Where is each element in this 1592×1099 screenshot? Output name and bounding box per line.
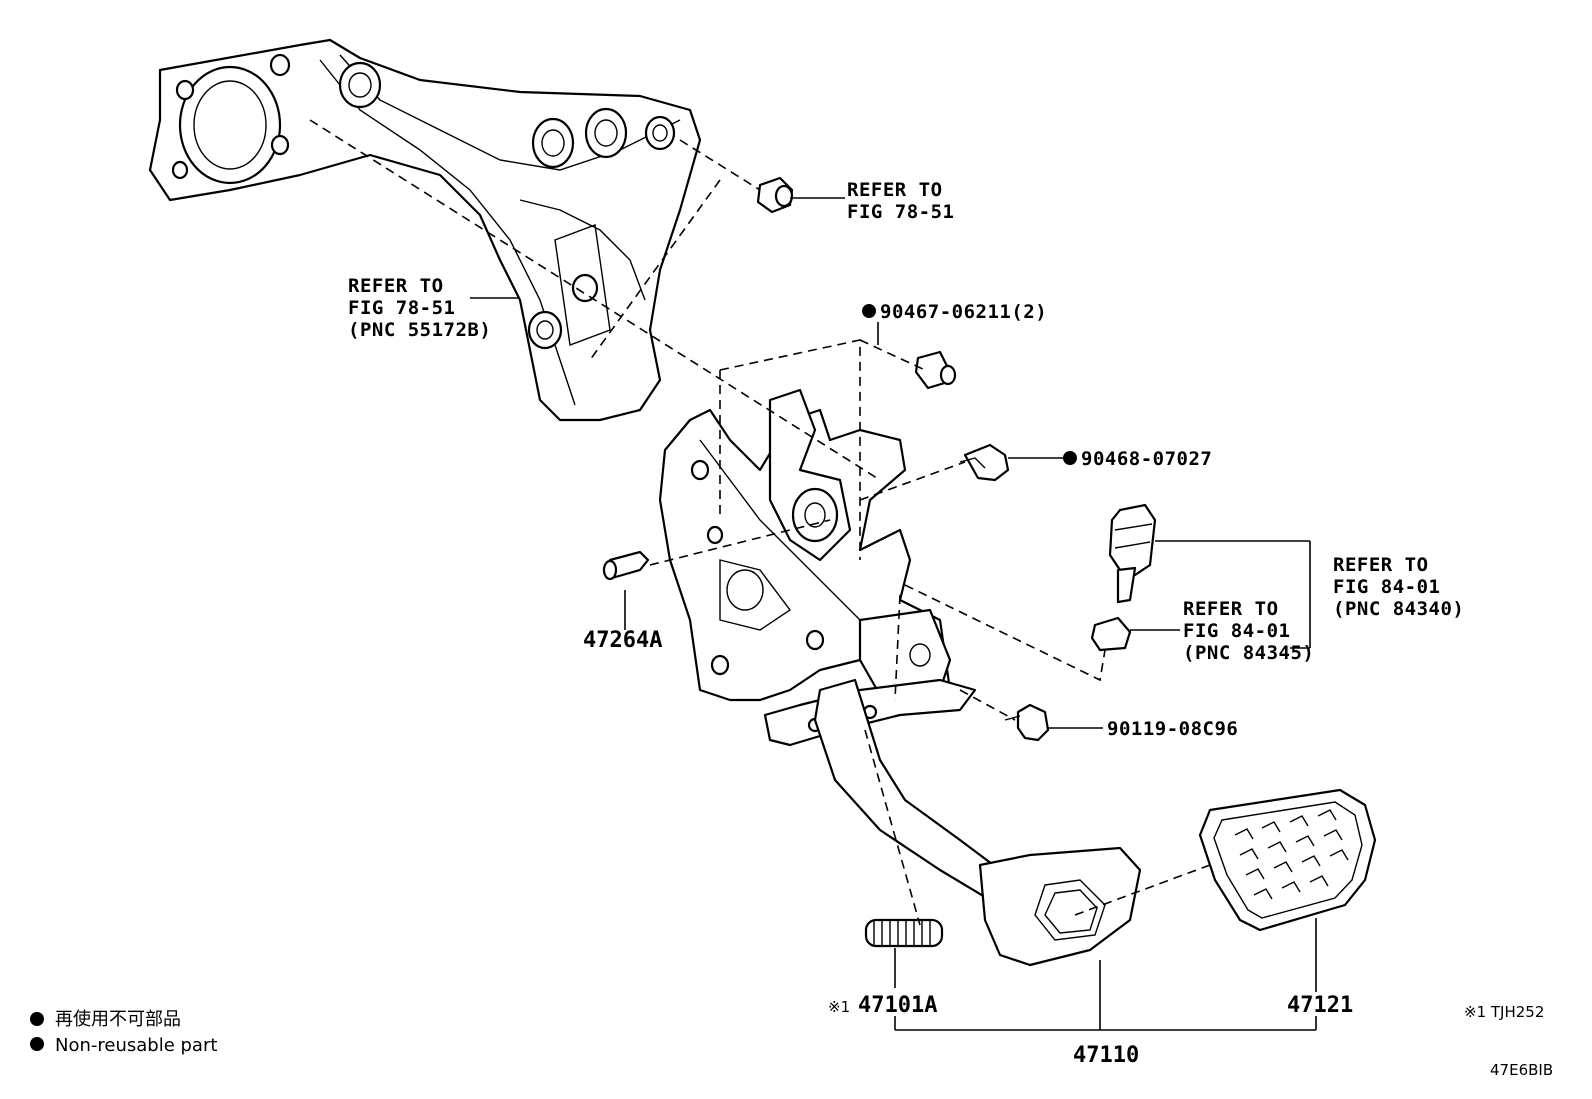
non-reusable-bullet-90467 (862, 304, 876, 318)
assembly-dashed-lines (309, 119, 1211, 926)
legend-bullet-jp (30, 1012, 44, 1026)
part-number-90468: 90468-07027 (1081, 448, 1212, 470)
clip-upper-illustration (756, 176, 794, 214)
brake-pedal-arm-illustration (813, 678, 1142, 967)
bolt-90119-illustration (1004, 703, 1050, 742)
switch-clip-illustration (1090, 616, 1132, 652)
pin-47264A-illustration (602, 550, 650, 581)
refer-right-upper-line-2: FIG 84-01 (1333, 576, 1440, 598)
legend: 再使用不可部品 Non-reusable part (30, 1009, 217, 1056)
part-number-90119: 90119-08C96 (1107, 718, 1238, 740)
refer-right-lower-line-1: REFER TO (1183, 598, 1279, 620)
refer-left-line-3: (PNC 55172B) (348, 319, 491, 341)
refer-right-upper-line-3: (PNC 84340) (1333, 598, 1464, 620)
clip-90468-illustration (959, 443, 1010, 482)
refer-top-line-2: FIG 78-51 (847, 201, 954, 223)
leader-lines (470, 197, 1317, 1031)
diagram-code: 47E6BIB (1490, 1061, 1553, 1079)
refer-right-lower-line-2: FIG 84-01 (1183, 620, 1290, 642)
legend-text-en: Non-reusable part (55, 1035, 217, 1056)
refer-top-line-1: REFER TO (847, 179, 943, 201)
part-number-47110: 47110 (1073, 1043, 1139, 1068)
pedal-pad-illustration (1198, 788, 1377, 932)
dash-bracket-illustration (148, 38, 702, 422)
part-number-47121: 47121 (1287, 993, 1353, 1018)
bushing-90467-illustration (914, 350, 957, 390)
part-number-47101A: 47101A (858, 993, 937, 1018)
refer-right-upper-line-1: REFER TO (1333, 554, 1429, 576)
refer-right-lower-line-3: (PNC 84345) (1183, 642, 1314, 664)
legend-bullet-en (30, 1037, 44, 1051)
footnote: ※1 TJH252 (1464, 1003, 1544, 1021)
footnote-mark-47101A: ※1 (828, 998, 850, 1016)
non-reusable-bullet-90468 (1063, 451, 1077, 465)
refer-left-line-1: REFER TO (348, 275, 444, 297)
pedal-bracket-illustration (658, 388, 977, 747)
part-number-90467: 90467-06211(2) (880, 301, 1047, 323)
legend-text-jp: 再使用不可部品 (55, 1009, 181, 1030)
refer-left-line-2: FIG 78-51 (348, 297, 455, 319)
part-number-47264A: 47264A (583, 628, 662, 653)
stop-light-switch-illustration (1108, 503, 1157, 604)
return-spring-illustration (864, 918, 944, 948)
